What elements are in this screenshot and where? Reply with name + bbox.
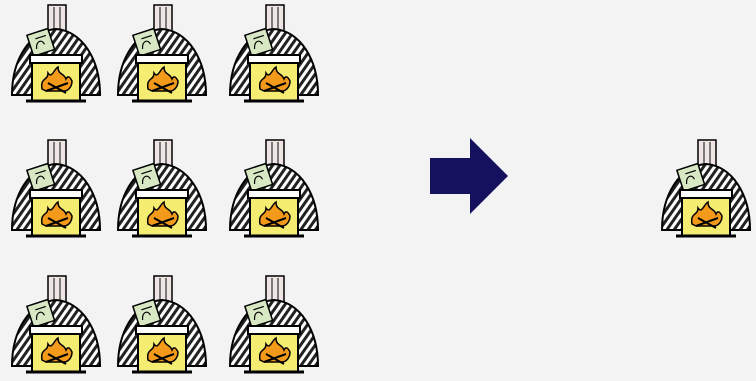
right-arrow-icon [430, 138, 508, 214]
oven-icon [656, 138, 756, 242]
oven-icon [6, 138, 106, 242]
result-oven [656, 138, 756, 242]
oven-icon [112, 138, 212, 242]
oven-icon [224, 3, 324, 107]
oven-icon [6, 274, 106, 378]
oven-icon [224, 274, 324, 378]
oven-icon [112, 3, 212, 107]
oven-icon [224, 138, 324, 242]
oven-icon [6, 3, 106, 107]
oven-icon [112, 274, 212, 378]
